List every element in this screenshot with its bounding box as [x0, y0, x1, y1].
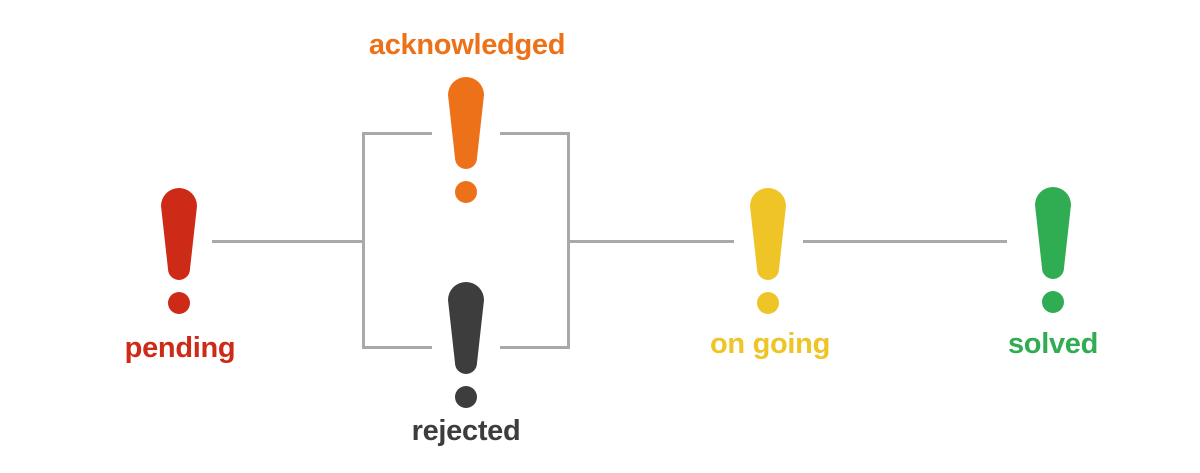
branch-left-line [362, 132, 365, 349]
connector-pending-to-branch [212, 240, 364, 243]
solved-label: solved [1007, 328, 1099, 360]
ongoing-label: on going [709, 328, 831, 360]
pending-exclamation-icon [161, 188, 197, 314]
rejected-exclamation-icon [448, 282, 484, 408]
branch-top-left-line [362, 132, 432, 135]
connector-ongoing-to-solved [803, 240, 1007, 243]
branch-top-right-line [500, 132, 570, 135]
branch-bottom-left-line [362, 346, 432, 349]
pending-label: pending [124, 332, 236, 364]
acknowledged-label: acknowledged [368, 29, 566, 61]
acknowledged-exclamation-icon [448, 77, 484, 203]
rejected-label: rejected [411, 415, 521, 447]
branch-bottom-right-line [500, 346, 570, 349]
solved-exclamation-icon [1035, 187, 1071, 313]
ongoing-exclamation-icon [750, 188, 786, 314]
connector-branch-to-ongoing [568, 240, 734, 243]
